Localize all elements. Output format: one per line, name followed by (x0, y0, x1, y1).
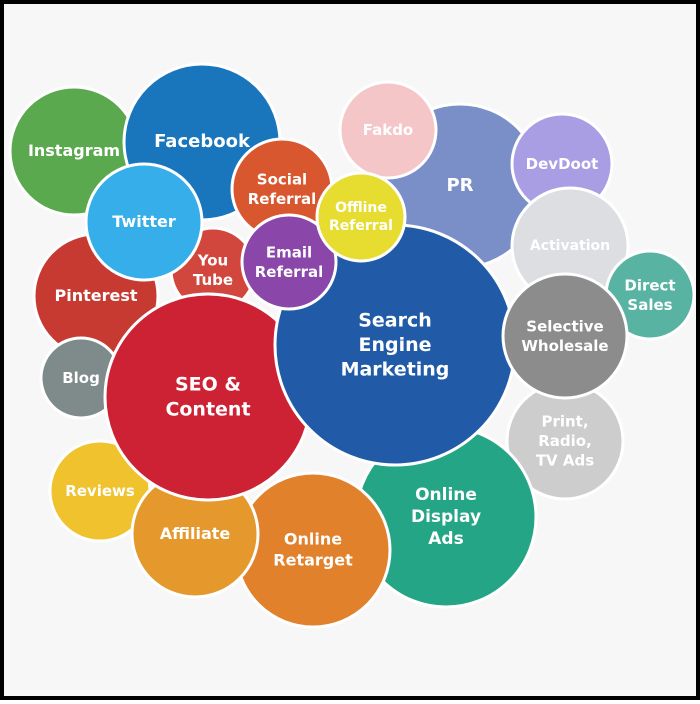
bubble-label-line: Marketing (341, 358, 450, 380)
bubble-label-line: DevDoot (526, 155, 599, 173)
bubble-label-line: Blog (62, 369, 100, 387)
bubble-label-devdoot: DevDoot (526, 155, 599, 173)
bubble-label-line: Referral (248, 189, 316, 207)
bubble-label-facebook: Facebook (154, 131, 251, 152)
bubble-label-line: Pinterest (54, 286, 137, 305)
bubble-label-line: Retarget (273, 550, 353, 569)
bubble-label-line: Direct (624, 276, 675, 294)
bubble-label-line: TV Ads (536, 451, 594, 469)
bubble-label-line: PR (446, 175, 473, 196)
bubble-fakdo: Fakdo (338, 80, 438, 180)
bubble-label-blog: Blog (62, 369, 100, 387)
bubble-label-line: Instagram (28, 141, 120, 160)
bubble-label-reviews: Reviews (65, 482, 135, 500)
bubble-label-line: Tube (193, 270, 233, 288)
bubble-circle-fakdo (338, 80, 438, 180)
bubble-label-line: Reviews (65, 482, 135, 500)
bubble-label-line: Twitter (112, 212, 176, 231)
bubble-label-line: Engine (358, 334, 431, 356)
bubble-label-pr: PR (446, 175, 473, 196)
bubble-label-line: Facebook (154, 131, 251, 152)
bubble-label-line: Ads (428, 529, 463, 549)
bubble-label-print-radio-tv: Print, Radio,TV Ads (536, 412, 594, 469)
bubble-twitter: Twitter (84, 162, 204, 282)
bubble-label-line: Referral (255, 262, 323, 280)
bubble-label-line: Search (358, 309, 432, 331)
bubble-label-line: Wholesale (521, 336, 608, 354)
bubble-label-line: Online (284, 529, 342, 548)
bubble-label-instagram: Instagram (28, 141, 120, 160)
bubble-label-line: Email (266, 243, 312, 261)
bubble-label-line: Radio, (538, 432, 592, 450)
bubble-label-line: Fakdo (363, 121, 414, 139)
bubble-label-line: Online (415, 485, 477, 505)
bubble-label-line: Social (257, 170, 307, 188)
bubble-label-line: Offline (335, 200, 387, 216)
bubble-label-line: Display (411, 507, 481, 527)
bubble-label-line: Content (165, 398, 250, 420)
bubble-label-affiliate: Affiliate (160, 524, 231, 543)
bubble-label-line: Selective (526, 317, 603, 335)
bubble-label-fakdo: Fakdo (363, 121, 414, 139)
bubble-label-line: Referral (329, 218, 393, 234)
bubble-circle-twitter (84, 162, 204, 282)
bubble-label-pinterest: Pinterest (54, 286, 137, 305)
bubble-label-twitter: Twitter (112, 212, 176, 231)
bubble-label-line: Affiliate (160, 524, 231, 543)
bubble-label-line: SEO & (175, 373, 241, 395)
bubble-print-radio-tv: Print, Radio,TV Ads (505, 381, 625, 501)
bubble-label-activation: Activation (530, 238, 610, 254)
bubble-label-line: Print, (541, 412, 588, 430)
bubble-circle-email-referral (240, 213, 338, 311)
bubble-circle-offline-referral (315, 171, 407, 263)
bubble-circle-selective-wholesale (501, 272, 629, 400)
bubble-label-line: You (197, 251, 228, 269)
bubble-label-line: Sales (627, 295, 672, 313)
bubble-label-line: Activation (530, 238, 610, 254)
bubble-reviews: Reviews (48, 439, 152, 543)
bubble-label-seo-content: SEO & Content (165, 373, 250, 420)
